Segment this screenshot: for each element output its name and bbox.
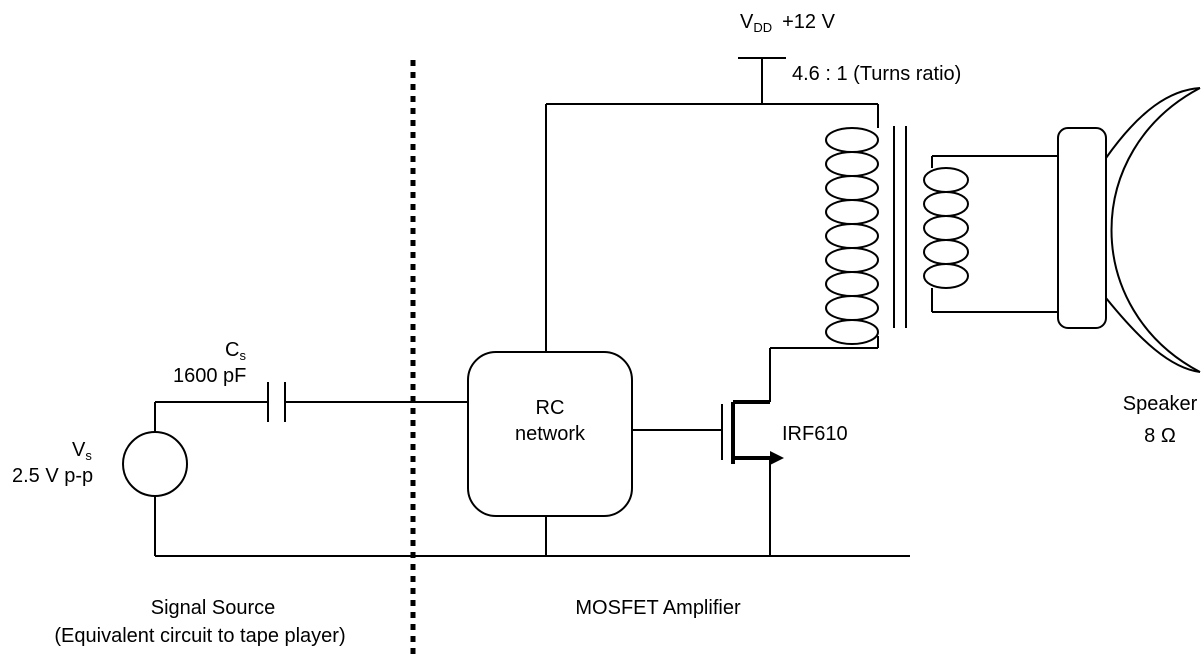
speaker-cone-bottom: [1105, 297, 1201, 373]
secondary-coil: [923, 155, 1058, 313]
speaker-label: Speaker: [1123, 393, 1198, 415]
source-value: 2.5 V p-p: [12, 465, 93, 487]
source-label: Vs: [72, 439, 92, 463]
signal-source-subtitle: (Equivalent circuit to tape player): [54, 625, 345, 647]
vdd-supply: [738, 57, 786, 104]
amplifier-title: MOSFET Amplifier: [575, 597, 741, 619]
capacitor-symbol: [267, 382, 286, 422]
vdd-label: VDD+12 V: [740, 11, 836, 35]
capacitor-value: 1600 pF: [173, 365, 246, 387]
top-rail: [545, 103, 879, 352]
mosfet-symbol: [721, 400, 784, 465]
ground-rail: [155, 458, 910, 557]
transformer-core: [893, 126, 907, 328]
primary-coil: [825, 127, 879, 345]
speaker-cone-front: [1110, 87, 1201, 373]
mosfet-arrow: [770, 451, 784, 465]
rc-network-box: [467, 351, 633, 517]
input-path: [154, 401, 468, 556]
rc-label-line2: network: [515, 423, 586, 445]
turns-ratio-label: 4.6 : 1 (Turns ratio): [792, 63, 961, 85]
mosfet-part-label: IRF610: [782, 423, 848, 445]
speaker-cone-top: [1105, 87, 1201, 159]
voltage-source-symbol: [122, 431, 188, 497]
speaker-magnet: [1057, 127, 1107, 329]
signal-source-title: Signal Source: [151, 597, 276, 619]
rc-label-line1: RC: [536, 397, 565, 419]
speaker-impedance: 8 Ω: [1144, 425, 1176, 447]
capacitor-label: Cs: [225, 339, 246, 363]
speaker-symbol: [1057, 87, 1201, 373]
